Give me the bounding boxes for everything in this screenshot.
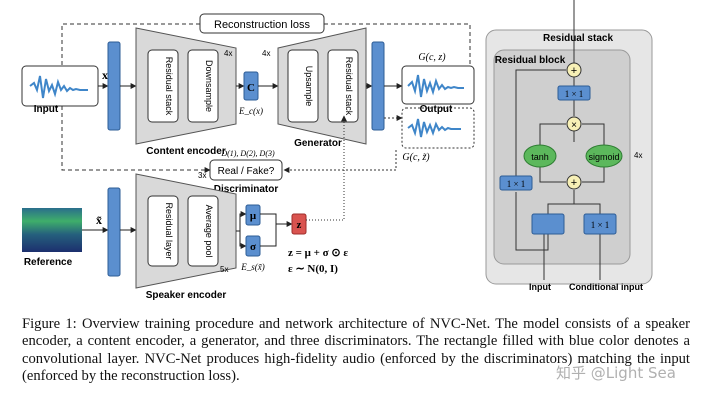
- generator-repeat: 4x: [262, 49, 270, 58]
- speaker-average-pool-label: Average pool: [204, 205, 214, 258]
- residual-multiply-op: [566, 116, 582, 132]
- speaker-residual-layer-label: Residual layer: [164, 202, 174, 259]
- speaker-encoder-repeat: 5x: [220, 265, 228, 274]
- residual-multiply-symbol: ×: [571, 120, 577, 131]
- input-symbol: x: [102, 68, 108, 82]
- discriminator-title: Discriminator: [214, 184, 279, 195]
- output-label: Output: [420, 104, 453, 115]
- residual-block-title: Residual block: [495, 55, 566, 66]
- content-code-label: C: [247, 82, 255, 94]
- discriminator-indices: D(1), D(2), D(3): [220, 149, 275, 158]
- recon-dashed-left: [61, 23, 200, 66]
- mu-layer: [245, 204, 261, 226]
- disc-dashed-from-input: [61, 106, 211, 173]
- generator-title: Generator: [294, 138, 342, 149]
- z-latent: [291, 213, 307, 235]
- sigma-label: σ: [250, 241, 256, 253]
- figure-caption: Figure 1: Overview training procedure an…: [22, 316, 690, 385]
- content-downsample-label: Downsample: [204, 60, 214, 112]
- content-encoder-repeat: 4x: [224, 49, 232, 58]
- reference-conv-layer: [107, 187, 121, 277]
- reference-symbol: x̃: [96, 213, 102, 227]
- generator-upsample-label: Upsample: [304, 66, 314, 107]
- content-residual-stack-label: Residual stack: [164, 57, 174, 116]
- tanh-label: tanh: [531, 152, 549, 162]
- content-downsample-block: [187, 49, 219, 123]
- generator-upsample-block: [287, 49, 319, 123]
- speaker-residual-layer-block: [147, 195, 179, 267]
- output-tilde-waveform: [407, 118, 461, 138]
- watermark: 知乎 @Light Sea: [556, 364, 676, 382]
- residual-conv-top-label: 1 × 1: [565, 89, 584, 99]
- content-encoder-title: Content encoder: [146, 146, 226, 157]
- residual-add-top-symbol: +: [571, 65, 577, 77]
- residual-conv-skip: [499, 175, 533, 191]
- equation-2: ε ∼ N(0, I): [288, 263, 338, 275]
- output-expr: G(c, z): [418, 52, 446, 63]
- disc-dashed-from-output: [283, 150, 397, 173]
- tanh-gate: [523, 144, 557, 168]
- residual-add-mid-symbol: +: [571, 177, 577, 189]
- residual-add-top-op: [566, 62, 582, 78]
- generator-residual-stack-block: [327, 49, 359, 123]
- output-tilde-box: [401, 107, 475, 149]
- reference-label: Reference: [24, 257, 73, 268]
- architecture-figure: Reconstruction loss Input x Residual sta…: [21, 0, 653, 301]
- input-label: Input: [34, 104, 59, 115]
- residual-stack-title: Residual stack: [543, 33, 613, 44]
- discriminator-box-label: Real / Fake?: [218, 166, 275, 177]
- residual-block-panel: [493, 49, 631, 265]
- residual-add-mid-op: [566, 174, 582, 190]
- generator-conv-layer: [371, 41, 385, 131]
- residual-conv-conditional-label: 1 × 1: [591, 220, 610, 230]
- speaker-average-pool-block: [187, 195, 219, 267]
- reconstruction-loss-label: Reconstruction loss: [214, 19, 310, 31]
- residual-stack-repeat: 4x: [634, 151, 642, 160]
- residual-conv-skip-label: 1 × 1: [507, 179, 526, 189]
- mu-label: μ: [250, 210, 257, 222]
- output-waveform: [407, 74, 464, 98]
- sigmoid-gate: [585, 144, 623, 168]
- z-to-generator: [306, 115, 347, 221]
- generator-residual-stack-label: Residual stack: [344, 57, 354, 116]
- z-label: z: [297, 219, 302, 231]
- residual-conditional-input-label: Conditional input: [569, 282, 643, 292]
- speaker-encoder-expr: E_s(x̃): [240, 262, 265, 272]
- input-waveform: [29, 75, 88, 99]
- residual-conv-input: [531, 213, 565, 235]
- reference-spectrogram: [22, 208, 82, 252]
- residual-conv-top: [557, 85, 591, 101]
- conv-layer: [107, 41, 121, 131]
- content-residual-stack-block: [147, 49, 179, 123]
- residual-input-label: Input: [529, 282, 551, 292]
- discriminator-repeat: 3x: [198, 171, 206, 180]
- output-tilde-expr: G(c, z̃): [402, 152, 430, 163]
- speaker-encoder-title: Speaker encoder: [146, 290, 227, 301]
- residual-conv-conditional: [583, 213, 617, 235]
- sigmoid-label: sigmoid: [588, 152, 619, 162]
- equation-1: z = μ + σ ⊙ ε: [288, 247, 348, 259]
- content-code-expr: E_c(x): [238, 106, 263, 116]
